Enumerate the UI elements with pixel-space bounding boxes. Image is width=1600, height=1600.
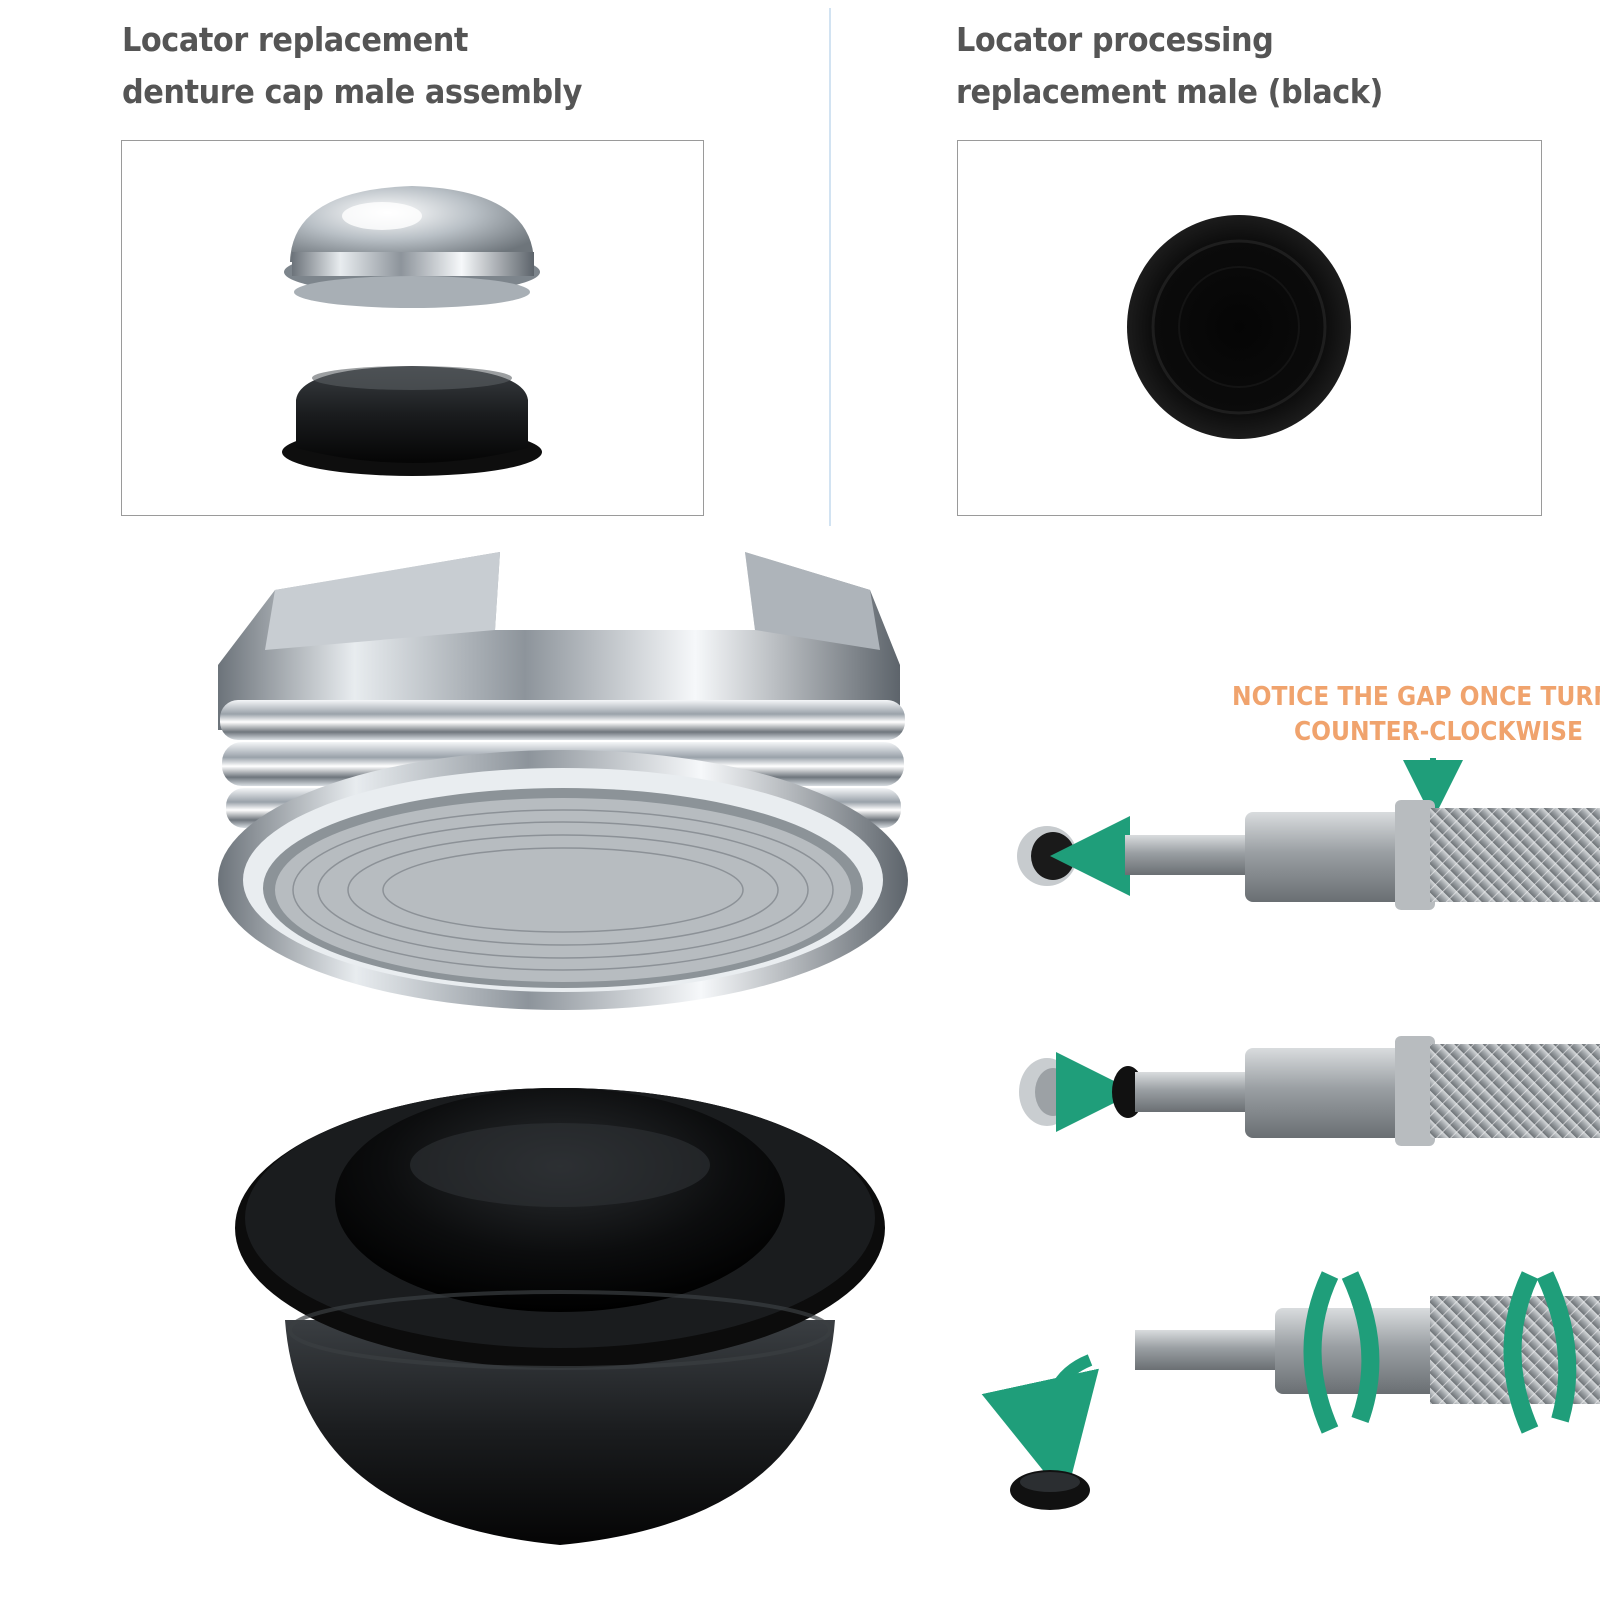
large-chrome-cap [218,552,908,1010]
left-title-line2: denture cap male assembly [122,72,582,111]
left-panel-title: Locator replacement denture cap male ass… [122,14,582,118]
large-black-insert [235,1088,885,1545]
panel-divider [829,8,831,526]
black-processing-male [1127,215,1351,439]
gap-instruction-text: NOTICE THE GAP ONCE TURNE COUNTER-CLOCKW… [1232,680,1600,750]
gap-instruction-line1: NOTICE THE GAP ONCE TURNE [1232,682,1600,712]
small-silver-cap [284,186,540,308]
right-title-line1: Locator processing [956,20,1274,59]
gap-instruction-line2: COUNTER-CLOCKWISE [1294,717,1583,747]
step-3-illustration [981,1271,1600,1510]
right-panel-title: Locator processing replacement male (bla… [956,14,1383,118]
right-title-line2: replacement male (black) [956,72,1383,111]
small-black-insert [282,366,542,476]
step-2-illustration [1019,1036,1600,1146]
step-1-illustration [1017,758,1600,910]
left-title-line1: Locator replacement [122,20,468,59]
